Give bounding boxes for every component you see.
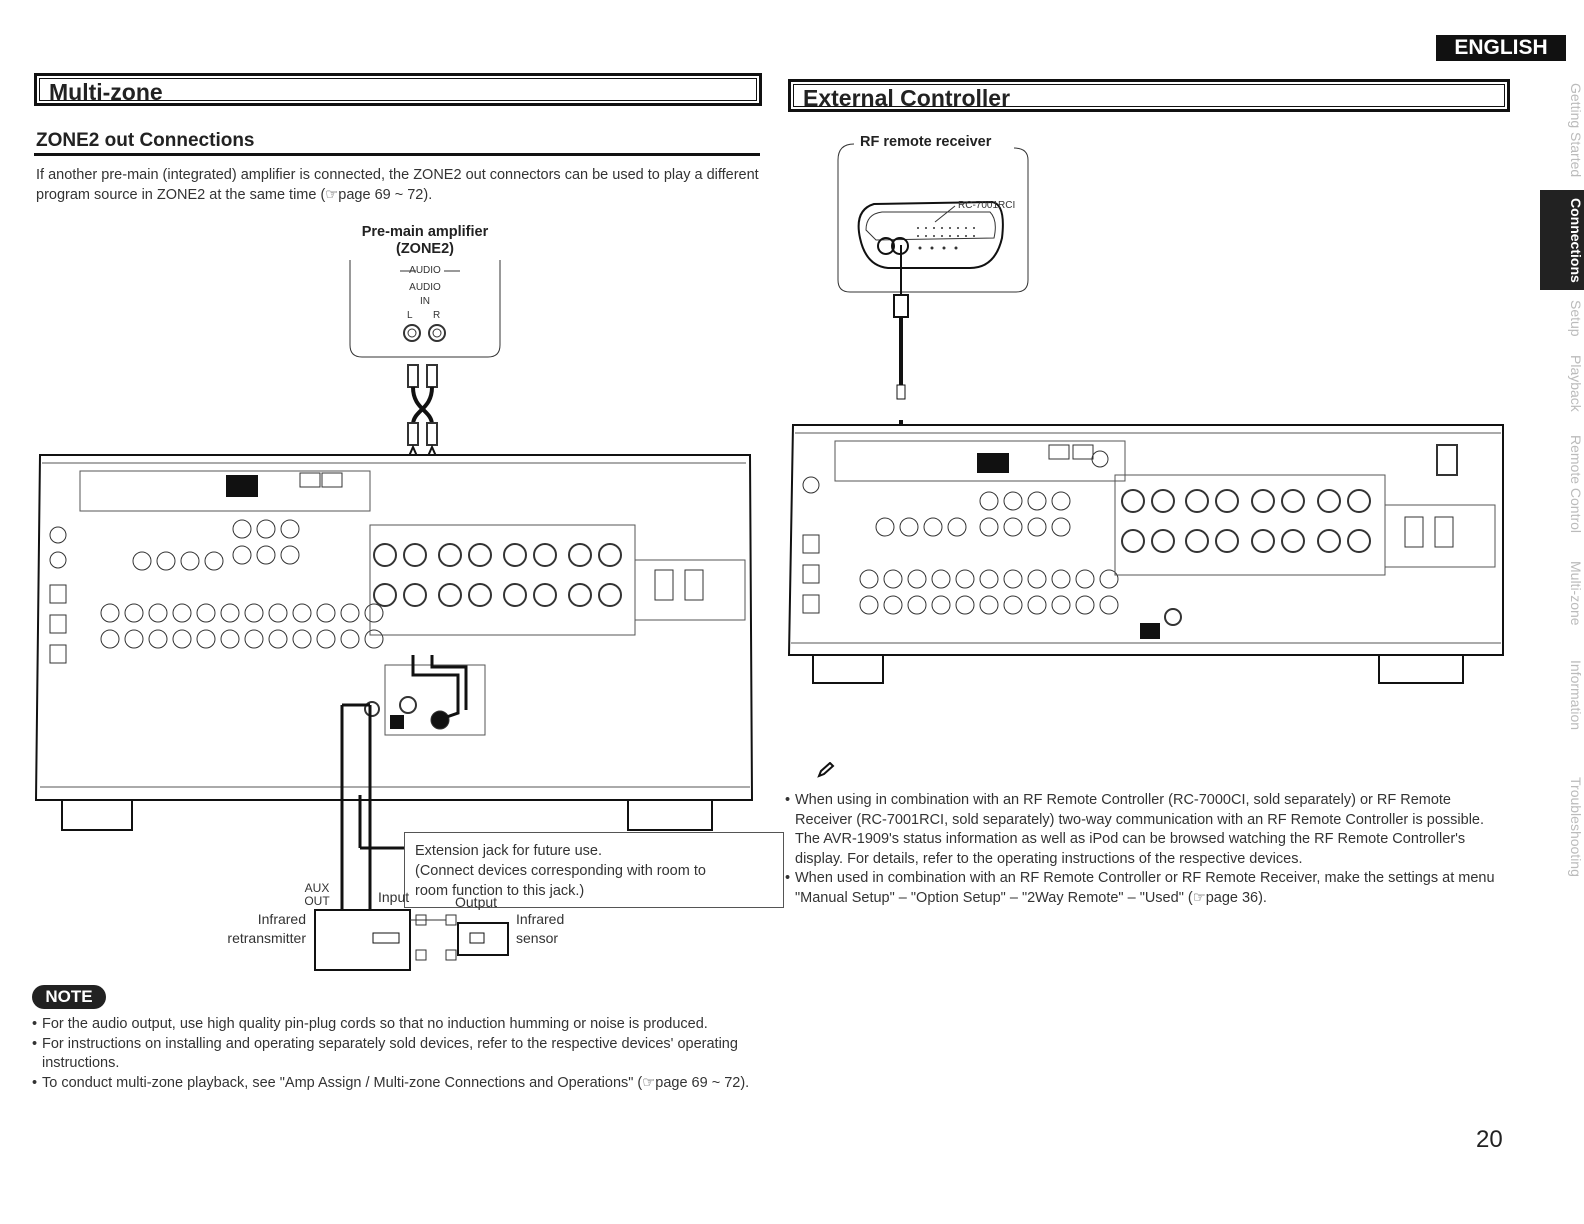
extension-note-line-1: Extension jack for future use. [415,843,602,859]
note-item: The AVR-1909's status information as wel… [795,831,1466,867]
input-label: Input [378,889,410,905]
sensor-label-2: sensor [516,930,559,946]
extension-note-line-3: room function to this jack.) [415,883,585,899]
premain-amplifier [349,260,501,358]
rf-model-label: RC-7001RCI [958,200,1016,211]
audio-header: AUDIO [409,265,441,276]
extension-jack-note: Extension jack for future use. (Connect … [404,832,784,908]
side-tab-multi-zone[interactable]: Multi-zone [1568,560,1584,626]
note-item: For the audio output, use high quality p… [32,1015,760,1035]
aux-label: AUX [304,881,330,895]
rf-receiver-title: RF remote receiver [860,134,992,150]
side-tab-playback[interactable]: Playback [1568,354,1584,412]
retransmitter-label-1: Infrared [257,911,306,927]
language-tab: ENGLISH [1436,35,1566,61]
pencil-icon [817,762,835,778]
receiver-rear-panel [787,424,1504,684]
side-tab-strip: Getting Started Connections Setup Playba… [1540,70,1584,930]
rf-receiver-diagram [837,143,1029,293]
extension-note-line-2: (Connect devices corresponding with room… [415,863,706,879]
note-item: When using in combination with an RF Rem… [785,791,1507,830]
side-tab-connections[interactable]: Connections [1540,190,1584,290]
external-controller-notes: When using in combination with an RF Rem… [785,791,1507,908]
zone2-connection-diagram [34,260,754,971]
page-number: 20 [1476,1126,1503,1153]
retransmitter-label-2: retransmitter [227,930,306,946]
in-label: IN [420,296,430,307]
section-title: Multi-zone [49,79,163,105]
notes-list: For the audio output, use high quality p… [32,1015,760,1093]
note-item: When used in combination with an RF Remo… [785,869,1507,908]
intro-text: If another pre-main (integrated) amplifi… [36,167,759,203]
note-badge: NOTE [32,985,106,1009]
out-label: OUT [304,894,330,908]
note-item: To conduct multi-zone playback, see "Amp… [32,1074,760,1094]
side-tab-information[interactable]: Information [1568,659,1584,731]
subsection-rule [34,153,760,156]
section-title: External Controller [803,85,1011,111]
side-tab-troubleshooting[interactable]: Troubleshooting [1568,777,1584,877]
r-label: R [433,310,441,321]
external-controller-diagram [787,245,1504,684]
side-tab-remote-control[interactable]: Remote Control [1568,434,1584,534]
side-tab-setup[interactable]: Setup [1568,299,1584,337]
side-tab-getting-started[interactable]: Getting Started [1568,82,1584,178]
subsection-title: ZONE2 out Connections [36,130,255,151]
audio-label: AUDIO [409,282,441,293]
infrared-devices [314,909,509,971]
multi-zone-section-header: Multi-zone [34,73,762,106]
external-controller-section-header: External Controller [788,79,1510,112]
premain-subtitle: (ZONE2) [396,241,454,257]
receiver-rear-panel [34,454,754,831]
note-item: For instructions on installing and opera… [32,1035,760,1074]
premain-title: Pre-main amplifier [361,224,489,240]
output-label: Output [455,894,498,910]
l-label: L [407,310,413,321]
sensor-label-1: Infrared [516,911,565,927]
